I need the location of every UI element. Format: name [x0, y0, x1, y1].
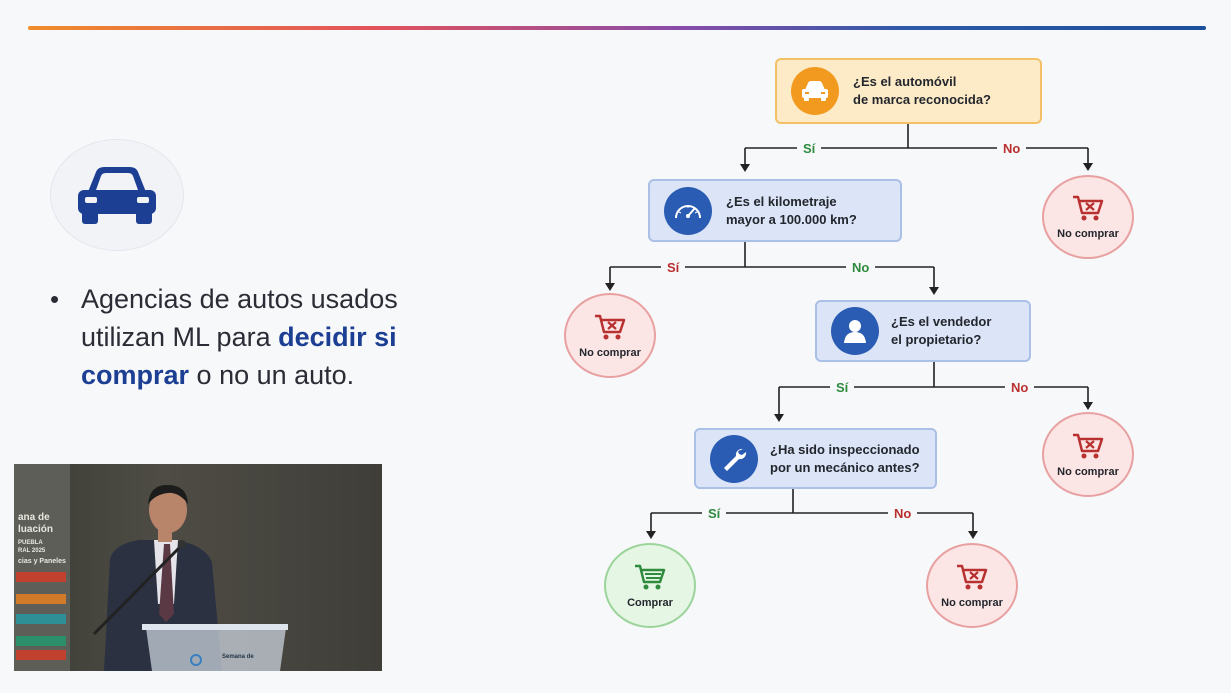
cart-icon [595, 314, 626, 339]
label-yes-3: Sí [830, 380, 855, 395]
label-yes-4: Sí [702, 506, 727, 521]
speaker-video: ana de luación PUEBLA RAL 2025 cias y Pa… [14, 464, 382, 671]
label-no-1: No [997, 141, 1027, 156]
cart-icon [1073, 433, 1104, 458]
cart-icon [635, 564, 666, 589]
label-yes-1: Sí [797, 141, 822, 156]
label-no-4: No [888, 506, 918, 521]
label-yes-2: Sí [661, 260, 686, 275]
wrench-icon [710, 434, 758, 483]
cart-icon [1073, 195, 1104, 221]
speaker-figure [92, 484, 288, 671]
car-icon [791, 67, 839, 115]
car-icon [78, 167, 156, 224]
outcome-no-buy-2: No comprar [564, 293, 656, 378]
event-banner: ana de luación PUEBLA RAL 2025 cias y Pa… [14, 464, 70, 671]
outcome-no-buy-4: No comprar [926, 543, 1018, 628]
label-no-3: No [1005, 380, 1035, 395]
outcome-no-buy-1: No comprar [1042, 175, 1134, 259]
cart-icon [957, 564, 988, 589]
top-gradient-bar [28, 26, 1206, 30]
highlight-text: decidir si comprar [81, 322, 397, 390]
user-icon [831, 307, 879, 355]
speedometer-icon [664, 186, 712, 235]
outcome-no-buy-3: No comprar [1042, 412, 1134, 497]
car-icon-badge [50, 139, 184, 251]
bullet-text: Agencias de autos usados utilizan ML par… [81, 284, 398, 390]
lectern-text: Semana de [222, 654, 254, 660]
bullet-dot: • [50, 284, 60, 314]
outcome-buy: Comprar [604, 543, 696, 628]
label-no-2: No [846, 260, 876, 275]
